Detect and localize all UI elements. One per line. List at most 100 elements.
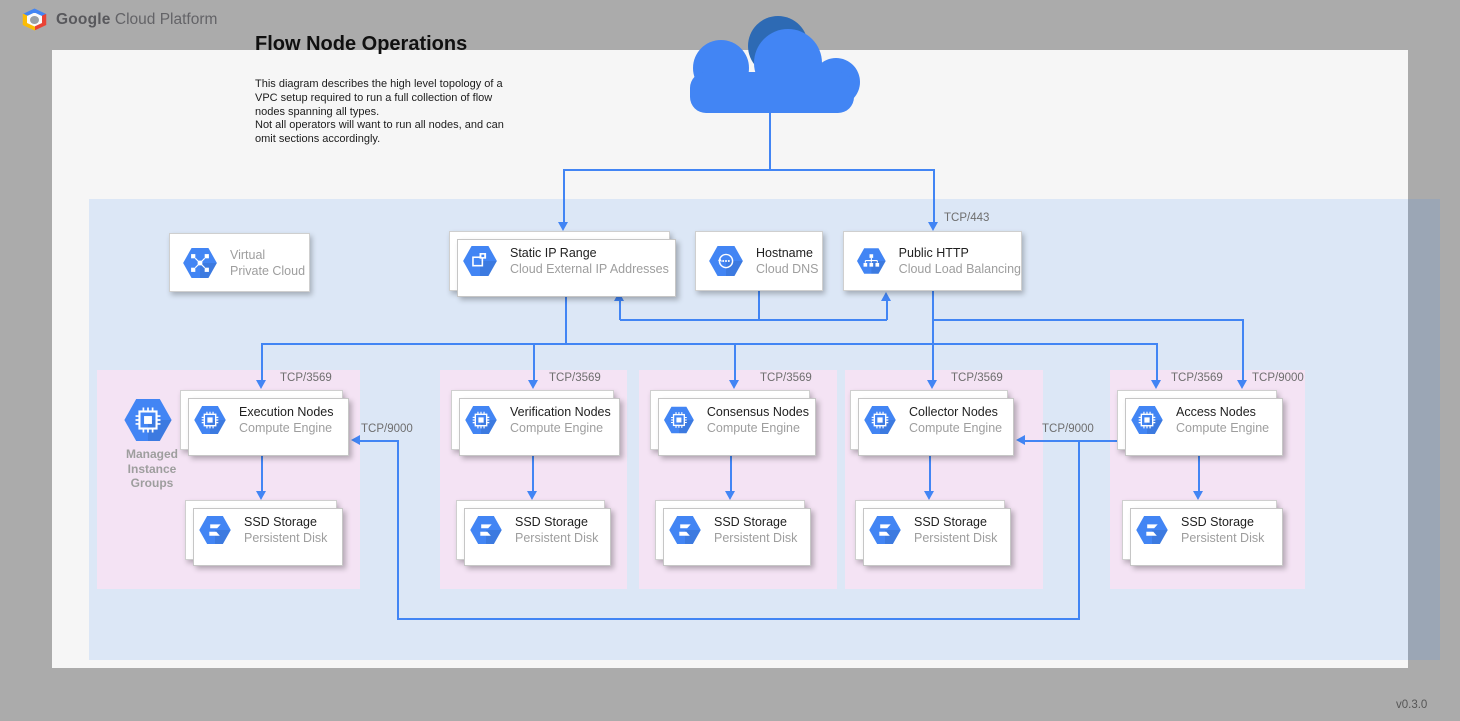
connector-dns-to-static-ip: [619, 300, 621, 320]
card-subtitle: Cloud External IP Addresses: [510, 262, 669, 276]
arrow-execution-disk: [256, 491, 266, 500]
port-label-tcp9000-access: TCP/9000: [1252, 372, 1304, 384]
port-label-tcp3569-verification: TCP/3569: [549, 372, 601, 384]
card-subtitle: Compute Engine: [510, 421, 604, 435]
connector-loop-to-execution: [360, 440, 398, 442]
connector-consensus-to-disk: [730, 450, 732, 491]
arrow-access-disk: [1193, 491, 1203, 500]
card-collector-ssd: SSD Storage Persistent Disk: [855, 500, 1011, 566]
card-text: Static IP Range Cloud External IP Addres…: [510, 245, 669, 277]
compute-engine-icon: [664, 406, 694, 434]
card-title: SSD Storage: [515, 515, 588, 529]
description-line: This diagram describes the high level to…: [255, 78, 503, 90]
arrow-into-consensus: [729, 380, 739, 389]
description-line: omit sections accordingly.: [255, 133, 381, 146]
card-public-http: Public HTTP Cloud Load Balancing: [843, 231, 1022, 291]
port-label-tcp3569-execution: TCP/3569: [280, 372, 332, 384]
port-label-tcp9000-execution: TCP/9000: [361, 423, 413, 435]
card-access-nodes: Access Nodes Compute Engine: [1117, 390, 1283, 456]
card-subtitle: Cloud Load Balancing: [898, 262, 1021, 276]
card-text: Hostname Cloud DNS: [756, 245, 819, 277]
arrow-into-verification: [528, 380, 538, 389]
connector-hostname-down: [758, 291, 760, 321]
card-subtitle: Compute Engine: [706, 421, 800, 435]
card-subtitle: Persistent Disk: [1181, 531, 1265, 545]
page-description: This diagram describes the high level to…: [255, 78, 504, 147]
arrow-into-execution: [256, 380, 266, 389]
connector-drop-verification: [533, 343, 535, 381]
card-subtitle: Compute Engine: [909, 421, 1003, 435]
card-title: Access Nodes: [1176, 405, 1256, 419]
description-line: VPC setup required to run a full collect…: [255, 91, 493, 104]
connector-dns-to-lb: [886, 300, 888, 320]
connector-drop-execution: [261, 343, 263, 381]
brand-google: Google: [56, 10, 111, 28]
connector-loop-up-left: [397, 440, 399, 620]
card-text: Access Nodes Compute Engine: [1176, 404, 1269, 436]
card-title: Verification Nodes: [510, 405, 611, 419]
card-title: Virtual: [230, 247, 266, 262]
card-consensus-ssd: SSD Storage Persistent Disk: [655, 500, 811, 566]
brand-cloud-platform: Cloud Platform: [114, 10, 218, 28]
connector-loop-bottom: [397, 618, 1080, 620]
brand-text: Google Cloud Platform: [56, 11, 217, 29]
compute-engine-icon: [1131, 406, 1163, 434]
persistent-disk-icon: [199, 516, 231, 544]
card-text: SSD Storage Persistent Disk: [914, 514, 997, 546]
card-subtitle: Persistent Disk: [714, 531, 798, 545]
arrow-into-public-http-bottom: [881, 292, 891, 301]
card-text: Verification Nodes Compute Engine: [510, 404, 611, 436]
card-text: SSD Storage Persistent Disk: [244, 514, 327, 546]
arrow-consensus-disk: [725, 491, 735, 500]
connector-to-public-http: [933, 169, 935, 223]
card-text: Execution Nodes Compute Engine: [239, 404, 334, 436]
card-title: Collector Nodes: [909, 405, 998, 419]
mig-label-line: Groups: [130, 476, 174, 490]
card-execution-nodes: Execution Nodes Compute Engine: [180, 390, 349, 456]
card-subtitle: Private Cloud: [230, 263, 306, 278]
arrow-into-collector: [927, 380, 937, 389]
connector-drop-access: [1156, 343, 1158, 381]
arrow-into-access: [1151, 380, 1161, 389]
card-execution-ssd: SSD Storage Persistent Disk: [185, 500, 343, 566]
compute-engine-icon: [194, 406, 226, 434]
arrow-9000-into-access: [1237, 380, 1247, 389]
managed-instance-groups-label: Managed Instance Groups: [102, 447, 202, 491]
card-text: Virtual Private Cloud: [230, 247, 305, 279]
card-virtual-private-cloud: Virtual Private Cloud: [169, 233, 310, 292]
card-access-ssd: SSD Storage Persistent Disk: [1122, 500, 1283, 566]
card-text: Public HTTP Cloud Load Balancing: [899, 245, 1021, 277]
connector-drop-collector: [932, 291, 934, 381]
persistent-disk-icon: [669, 516, 701, 544]
arrow-collector-disk: [924, 491, 934, 500]
connector-access-to-disk: [1198, 450, 1200, 491]
card-consensus-nodes: Consensus Nodes Compute Engine: [650, 390, 816, 456]
connector-lb-9000-drop: [1242, 319, 1244, 381]
page-title: Flow Node Operations: [255, 33, 468, 55]
internet-cloud-icon: [690, 16, 860, 113]
card-verification-ssd: SSD Storage Persistent Disk: [456, 500, 611, 566]
card-collector-nodes: Collector Nodes Compute Engine: [850, 390, 1014, 456]
external-ip-icon: [463, 246, 497, 276]
card-title: Public HTTP: [898, 246, 969, 260]
description-line: nodes spanning all types.: [255, 105, 380, 118]
card-title: Static IP Range: [510, 246, 597, 260]
card-text: SSD Storage Persistent Disk: [515, 514, 598, 546]
card-hostname: Hostname Cloud DNS: [695, 231, 823, 291]
card-subtitle: Compute Engine: [1176, 421, 1270, 435]
connector-to-static-ip: [563, 169, 565, 223]
card-subtitle: Cloud DNS: [756, 262, 819, 276]
persistent-disk-icon: [1136, 516, 1168, 544]
port-label-tcp3569-access: TCP/3569: [1171, 372, 1223, 384]
card-text: Collector Nodes Compute Engine: [909, 404, 1002, 436]
arrow-9000-into-collector: [1016, 435, 1025, 445]
card-verification-nodes: Verification Nodes Compute Engine: [451, 390, 620, 456]
arrow-verification-disk: [527, 491, 537, 500]
card-subtitle: Persistent Disk: [914, 531, 998, 545]
managed-instance-groups-icon: [124, 399, 172, 441]
cloud-dns-icon: [709, 246, 743, 276]
vpc-icon: [183, 247, 217, 278]
port-label-tcp443: TCP/443: [944, 212, 990, 224]
card-title: Execution Nodes: [239, 405, 334, 419]
description-line: Not all operators will want to run all n…: [255, 119, 504, 132]
